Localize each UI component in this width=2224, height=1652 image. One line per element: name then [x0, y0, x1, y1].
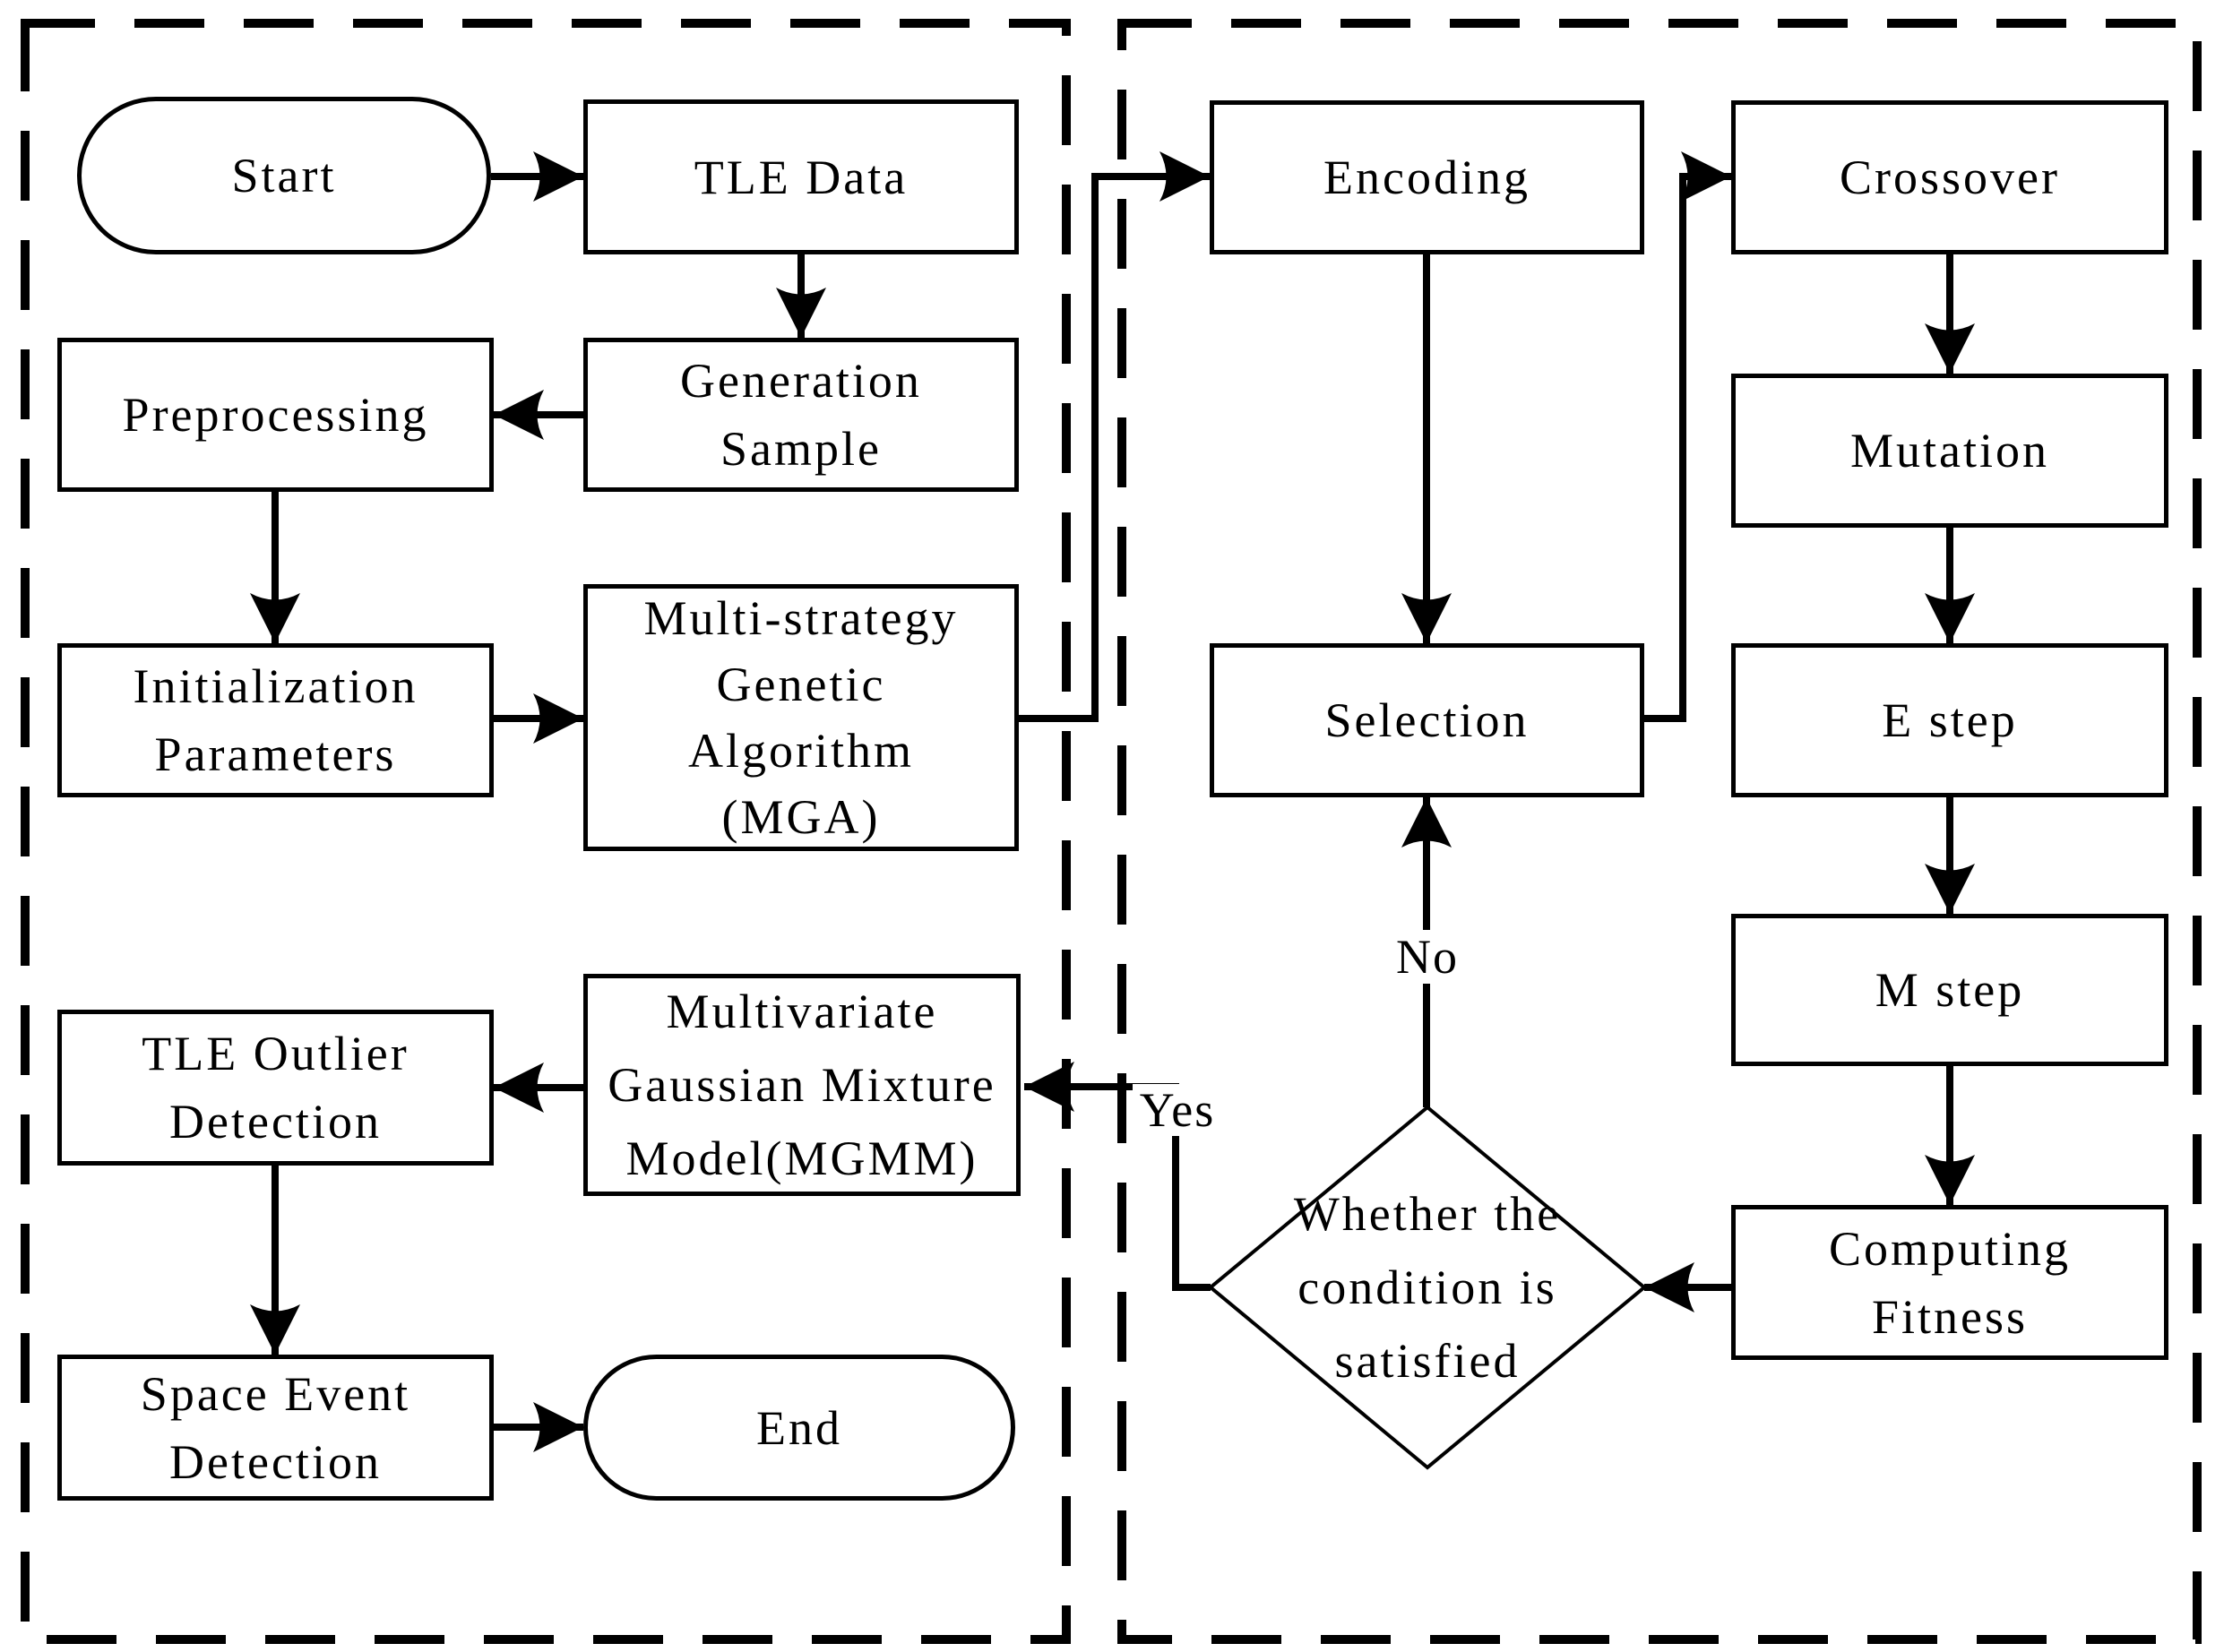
- flow-node-m-step: M step: [1731, 914, 2168, 1066]
- flow-node-generation-sample: Generation Sample: [583, 338, 1019, 492]
- flow-node-mgmm: Multivariate Gaussian Mixture Model(MGMM…: [583, 974, 1021, 1196]
- edge-selection-to-crossover: [1644, 151, 1731, 722]
- flow-node-mutation: Mutation: [1731, 374, 2168, 528]
- flow-node-tle-outlier-detection: TLE Outlier Detection: [57, 1010, 494, 1166]
- flow-node-encoding: Encoding: [1210, 100, 1644, 254]
- flow-node-crossover: Crossover: [1731, 100, 2168, 254]
- decision-diamond-label: Whether the condition is satisfied: [1293, 1187, 1562, 1388]
- flow-node-tle-data: TLE Data: [583, 99, 1019, 254]
- flow-node-e-step: E step: [1731, 643, 2168, 797]
- edge-label-no: No: [1394, 930, 1461, 984]
- edge-mga-to-encoding: [1019, 151, 1210, 722]
- flow-node-start: Start: [77, 97, 491, 254]
- edge-decision-yes-to-mgmm: [1024, 1062, 1211, 1291]
- flow-node-end: End: [583, 1355, 1015, 1501]
- flow-node-initialization-parameters: Initialization Parameters: [57, 643, 494, 797]
- edge-label-yes: Yes: [1133, 1083, 1222, 1137]
- flow-node-preprocessing: Preprocessing: [57, 338, 494, 492]
- flow-node-computing-fitness: Computing Fitness: [1731, 1205, 2168, 1360]
- region-left-border: [21, 19, 1071, 1644]
- flow-node-space-event-detection: Space Event Detection: [57, 1355, 494, 1501]
- decision-diamond-shape: [1207, 1105, 1648, 1470]
- region-right-border: [1117, 19, 2202, 1644]
- flow-node-selection: Selection: [1210, 643, 1644, 797]
- flow-node-mga: Multi-strategy Genetic Algorithm (MGA): [583, 584, 1019, 851]
